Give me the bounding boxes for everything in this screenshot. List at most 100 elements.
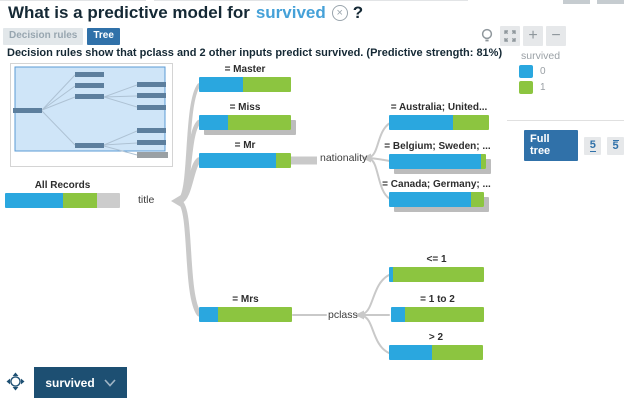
minimap-node-outside bbox=[137, 152, 168, 158]
node-bar[interactable] bbox=[199, 153, 291, 168]
legend-item-1: 1 bbox=[519, 81, 560, 94]
node-master[interactable]: = Master bbox=[199, 64, 291, 92]
node-mr[interactable]: = Mr bbox=[199, 140, 291, 168]
node-bar[interactable] bbox=[199, 115, 291, 130]
tree-minimap[interactable] bbox=[10, 63, 173, 167]
node-pclass-le-1[interactable]: <= 1 bbox=[389, 254, 484, 282]
legend-item-0: 0 bbox=[519, 65, 560, 78]
collapse-depth-label: 5 bbox=[612, 139, 619, 152]
insight-lightbulb-icon[interactable] bbox=[477, 26, 497, 46]
bar-segment-green bbox=[217, 307, 292, 322]
bar-segment-green bbox=[453, 115, 489, 130]
full-tree-button[interactable]: Full tree bbox=[524, 130, 579, 161]
bar-segment-blue bbox=[199, 307, 218, 322]
legend: survived 0 1 bbox=[519, 50, 560, 97]
node-label: = Mr bbox=[234, 140, 256, 151]
bar-segment-blue bbox=[199, 153, 277, 168]
tree-depth-controls: Full tree 5 5 bbox=[524, 130, 624, 161]
node-bar[interactable] bbox=[389, 192, 484, 207]
minimap-canvas bbox=[13, 66, 168, 158]
target-selector-label: survived bbox=[45, 375, 95, 390]
node-bar[interactable] bbox=[391, 307, 484, 322]
expand-depth-button[interactable]: 5 bbox=[584, 136, 602, 155]
legend-label: 0 bbox=[540, 66, 546, 77]
node-belgium-sweden[interactable]: = Belgium; Sweden; ... bbox=[384, 141, 491, 169]
legend-divider bbox=[507, 120, 624, 121]
bar-segment-green bbox=[62, 193, 97, 208]
zoom-out-icon[interactable]: − bbox=[546, 26, 566, 46]
page-title: What is a predictive model for survived … bbox=[8, 3, 363, 23]
bar-segment-blue bbox=[391, 307, 405, 322]
zoom-in-icon[interactable]: + bbox=[523, 26, 543, 46]
window-edge-fragment bbox=[0, 0, 146, 1]
node-bar[interactable] bbox=[5, 193, 120, 208]
node-pclass-gt-2[interactable]: > 2 bbox=[389, 332, 483, 360]
model-summary-text: Decision rules show that pclass and 2 ot… bbox=[7, 47, 503, 59]
node-mrs[interactable]: = Mrs bbox=[199, 294, 292, 322]
page-title-text: What is a predictive model for bbox=[8, 3, 250, 22]
tab-tree[interactable]: Tree bbox=[87, 28, 120, 45]
bar-segment-blue bbox=[5, 193, 63, 208]
node-australia-united[interactable]: = Australia; United... bbox=[389, 102, 489, 130]
node-bar[interactable] bbox=[389, 115, 489, 130]
node-label: = Mrs bbox=[232, 294, 259, 305]
node-miss[interactable]: = Miss bbox=[199, 102, 291, 130]
minus-glyph: − bbox=[551, 27, 561, 44]
bar-segment-green bbox=[276, 153, 291, 168]
expand-depth-label: 5 bbox=[589, 138, 596, 152]
node-label: = Miss bbox=[229, 102, 261, 113]
bar-segment-green bbox=[432, 345, 483, 360]
window-edge-fragment bbox=[597, 0, 624, 4]
bar-segment-blue bbox=[199, 77, 244, 92]
node-canada-germany[interactable]: = Canada; Germany; ... bbox=[382, 179, 491, 207]
minimap-nodes bbox=[13, 72, 166, 148]
window-edge-fragment bbox=[154, 0, 468, 1]
page-title-question-mark: ? bbox=[352, 3, 364, 22]
branch-label-pclass: pclass bbox=[328, 309, 358, 321]
node-label: = Australia; United... bbox=[390, 102, 488, 113]
legend-title: survived bbox=[521, 50, 561, 62]
bar-segment-green bbox=[392, 267, 484, 282]
node-bar[interactable] bbox=[389, 154, 486, 169]
node-all-records[interactable]: All Records bbox=[5, 180, 120, 208]
pan-crosshair-icon[interactable] bbox=[6, 372, 25, 396]
bar-segment-green bbox=[243, 77, 291, 92]
node-label: = Belgium; Sweden; ... bbox=[384, 141, 491, 152]
bar-segment-blue bbox=[389, 154, 482, 169]
node-label: All Records bbox=[34, 180, 91, 191]
branch-label-nationality: nationality bbox=[320, 152, 368, 164]
node-label: = 1 to 2 bbox=[420, 294, 455, 305]
bar-segment-green bbox=[470, 192, 484, 207]
bar-segment-blue bbox=[389, 115, 453, 130]
bar-segment-green bbox=[227, 115, 291, 130]
bar-segment-blue bbox=[199, 115, 228, 130]
bar-segment-gray bbox=[97, 193, 120, 208]
bar-segment-green bbox=[481, 154, 486, 169]
node-bar[interactable] bbox=[199, 77, 291, 92]
tree-toolbar: + − bbox=[477, 26, 566, 46]
remove-target-icon[interactable]: × bbox=[331, 5, 348, 21]
minimap-links bbox=[41, 74, 138, 156]
bar-segment-blue bbox=[389, 192, 471, 207]
node-label: <= 1 bbox=[426, 254, 447, 265]
tab-decision-rules[interactable]: Decision rules bbox=[3, 28, 84, 45]
target-field-chip[interactable]: survived bbox=[255, 3, 326, 22]
collapse-depth-button[interactable]: 5 bbox=[607, 136, 624, 155]
chevron-down-icon bbox=[104, 378, 116, 387]
fit-to-screen-icon[interactable] bbox=[500, 26, 520, 46]
legend-label: 1 bbox=[540, 82, 546, 93]
node-bar[interactable] bbox=[199, 307, 292, 322]
node-label: > 2 bbox=[428, 332, 444, 343]
node-bar[interactable] bbox=[389, 345, 483, 360]
target-selector-button[interactable]: survived bbox=[34, 367, 127, 398]
node-label: = Master bbox=[224, 64, 266, 75]
node-bar[interactable] bbox=[389, 267, 484, 282]
bar-segment-green bbox=[404, 307, 484, 322]
node-label: = Canada; Germany; ... bbox=[382, 179, 491, 190]
plus-glyph: + bbox=[528, 27, 538, 44]
node-pclass-1-to-2[interactable]: = 1 to 2 bbox=[391, 294, 484, 322]
bar-segment-blue bbox=[389, 267, 393, 282]
window-edge-fragment bbox=[563, 0, 590, 4]
